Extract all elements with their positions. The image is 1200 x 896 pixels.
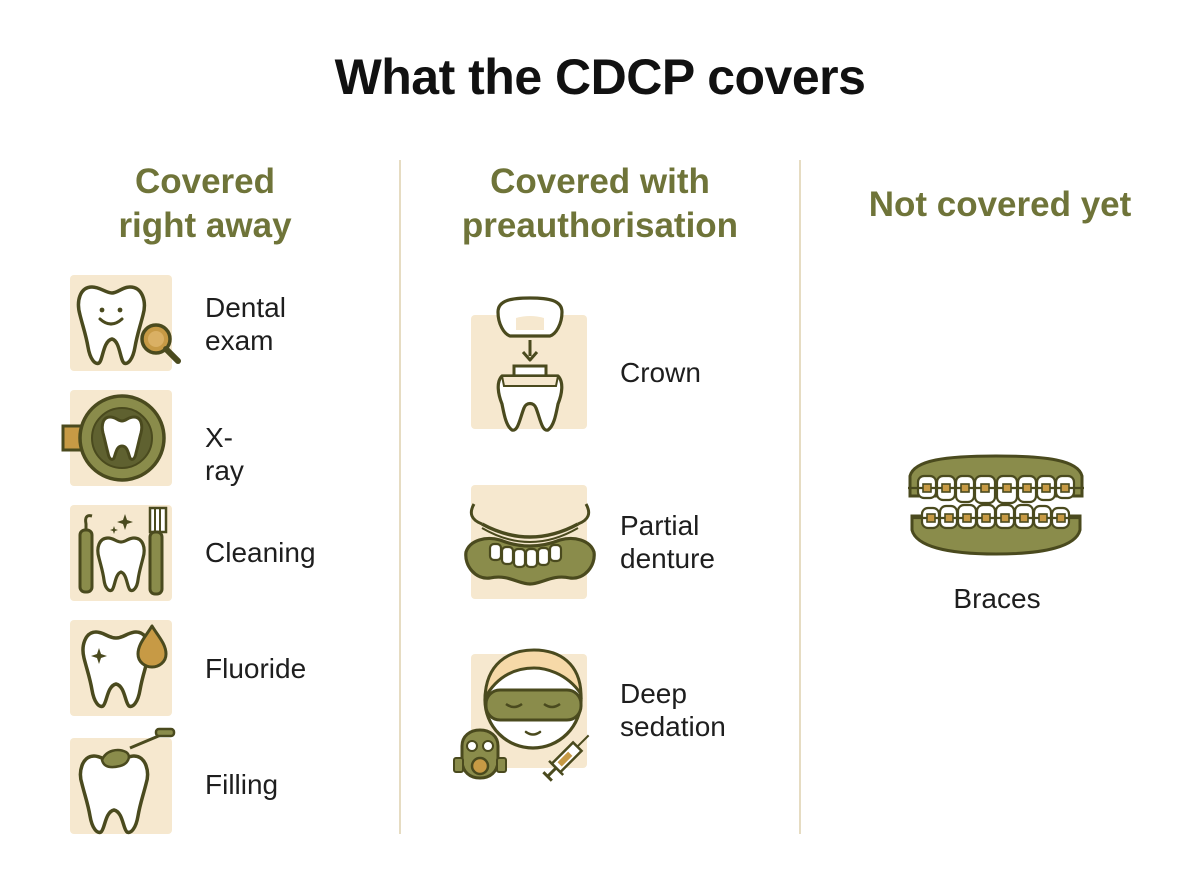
item-label-deep-sedation: Deep sedation	[620, 678, 726, 742]
column-heading-not-covered-yet: Not covered yet	[868, 185, 1132, 224]
item-label-partial-denture: Partial denture	[620, 510, 715, 574]
xray-tooth-icon	[61, 394, 166, 482]
item-label-x-ray: X-ray	[205, 422, 244, 486]
item-label-dental-exam: Dental exam	[205, 292, 286, 356]
tooth-fluoride-drop-icon	[81, 624, 168, 709]
item-label-filling: Filling	[205, 769, 279, 800]
deep-sedation-icon	[453, 648, 590, 782]
tooth-crown-icon	[496, 296, 564, 432]
item-label-braces: Braces	[953, 583, 1041, 614]
item-label-cleaning: Cleaning	[205, 537, 316, 568]
column-heading-covered-with-preauthorisation: Covered with preauthorisation	[461, 162, 739, 245]
page-title: What the CDCP covers	[334, 49, 866, 105]
column-heading-covered-right-away: Covered right away	[118, 162, 292, 245]
item-label-fluoride: Fluoride	[205, 653, 307, 684]
item-label-crown: Crown	[620, 357, 701, 388]
tooth-magnifier-icon	[76, 285, 181, 366]
column-divider-1	[399, 160, 401, 834]
tooth-filling-icon	[78, 727, 176, 835]
partial-denture-icon	[464, 503, 596, 586]
braces-icon	[908, 454, 1084, 556]
tooth-cleaning-icon	[78, 506, 168, 596]
column-divider-2	[799, 160, 801, 834]
